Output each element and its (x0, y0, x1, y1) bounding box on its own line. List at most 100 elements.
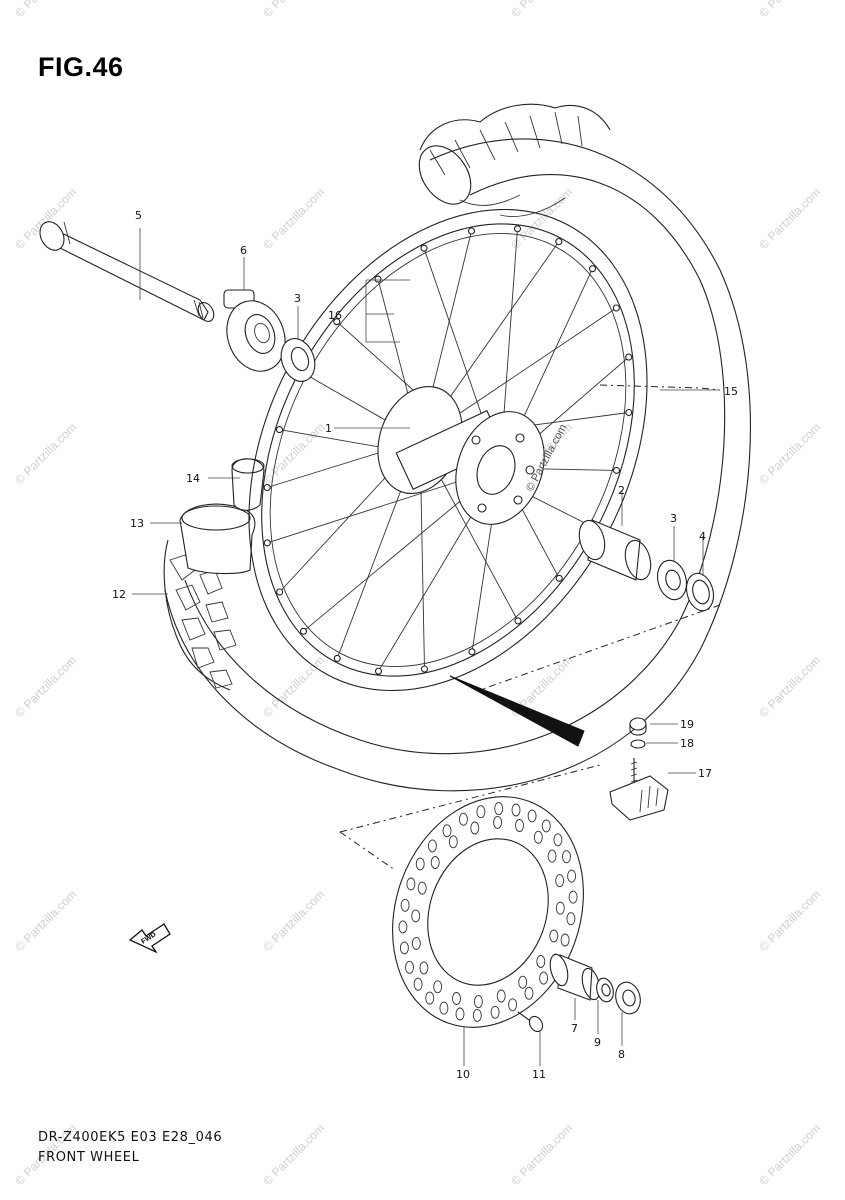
callout-18: 18 (680, 737, 694, 750)
bearing-left (280, 338, 316, 382)
disc-hole (562, 850, 571, 864)
callout-labels: 5 6 3 16 1 15 14 2 13 3 4 12 19 18 17 7 … (112, 209, 738, 1081)
disc-hole (566, 912, 576, 926)
spoke-nipple (468, 648, 476, 656)
callout-8: 8 (618, 1048, 625, 1061)
disc-hole (415, 857, 425, 871)
partzilla-watermark: © Partzilla.com (260, 420, 327, 487)
partzilla-watermark: © Partzilla.com (756, 185, 823, 252)
disc-hole (406, 877, 416, 891)
disc-hole (442, 824, 452, 838)
partzilla-watermark: © Partzilla.com (260, 0, 327, 20)
disc-hole (413, 977, 423, 991)
spoke-nipple (513, 225, 522, 233)
axle (39, 221, 215, 322)
disc-hole (433, 980, 443, 994)
spoke-nipple (276, 588, 284, 596)
disc-hole (458, 812, 468, 826)
partzilla-watermark: © Partzilla.com (756, 887, 823, 954)
callout-9: 9 (594, 1036, 601, 1049)
spoke-nipple (263, 539, 271, 547)
figure-title: FIG.46 (38, 52, 124, 82)
partzilla-watermark: © Partzilla.com (756, 420, 823, 487)
tire (164, 103, 751, 792)
disc-hole (539, 971, 549, 985)
axle-nut (615, 981, 641, 1015)
partzilla-watermark: © Partzilla.com (260, 1121, 327, 1188)
callout-12: 12 (112, 588, 126, 601)
spoke-nipple (333, 318, 341, 326)
partzilla-watermark: © Partzilla.com (12, 0, 79, 20)
spoke-nipple (555, 574, 563, 582)
disc-hole (419, 961, 429, 975)
partzilla-watermark: © Partzilla.com (756, 0, 823, 20)
spoke-nipple (555, 238, 563, 246)
disc-hole (541, 819, 551, 833)
callout-11: 11 (532, 1068, 546, 1081)
partzilla-watermark: © Partzilla.com (12, 887, 79, 954)
partzilla-watermark: © Partzilla.com (508, 1121, 575, 1188)
spoke-nipple (467, 227, 476, 235)
disc-hole (430, 856, 440, 869)
disc-hole (511, 803, 521, 817)
callout-14: 14 (186, 472, 200, 485)
disc-hole (470, 821, 480, 835)
disc-hole (547, 849, 557, 863)
partzilla-watermark: © Partzilla.com (12, 653, 79, 720)
speedometer-gearbox (223, 289, 286, 372)
disc-hole (524, 986, 534, 1000)
rim-lock-washer (630, 739, 646, 749)
disc-hole (567, 869, 577, 883)
spoke-nipple (625, 353, 633, 361)
disc-side-spacer (549, 953, 601, 1001)
rim-tube (231, 458, 265, 511)
callout-7: 7 (571, 1022, 578, 1035)
disc-hole (515, 819, 524, 832)
partzilla-watermark: © Partzilla.com (756, 1121, 823, 1188)
rim-band (179, 503, 256, 575)
callout-15: 15 (724, 385, 738, 398)
callout-17: 17 (698, 767, 712, 780)
disc-hole (427, 839, 437, 853)
disc-hole (411, 936, 421, 950)
spoke-nipple (374, 667, 383, 675)
fwd-arrow: FWD (128, 923, 171, 954)
spoke-nipple (625, 408, 633, 417)
disc-hole (493, 815, 503, 829)
callout-13: 13 (130, 517, 144, 530)
figure-caption: FRONT WHEEL (38, 1150, 140, 1165)
spacer (578, 519, 652, 581)
disc-hole (508, 998, 518, 1012)
assembly-guide-lines (339, 384, 721, 871)
spoke-nipple (275, 426, 284, 434)
wheel-hub (377, 385, 545, 525)
spoke-nipple (263, 483, 271, 492)
disc-hole (400, 898, 410, 912)
spoke-nipple (612, 304, 620, 312)
disc-hole (536, 955, 546, 968)
washer (596, 977, 614, 1003)
callout-4: 4 (699, 530, 706, 543)
spoke-nipple (514, 617, 522, 625)
partzilla-watermark: © Partzilla.com (508, 185, 575, 252)
spoke-nipple (420, 665, 429, 673)
disc-hole (411, 909, 421, 923)
disc-hole (452, 992, 461, 1005)
disc-bolt (517, 1011, 544, 1033)
disc-hole (555, 901, 565, 915)
disc-hole (560, 933, 570, 947)
disc-hole (490, 1005, 500, 1019)
spoke-nipple (420, 244, 428, 252)
disc-hole (555, 874, 565, 888)
disc-hole (549, 929, 559, 943)
spoke-nipple (299, 627, 308, 635)
disc-hole (472, 1008, 482, 1022)
bearing-right (656, 559, 688, 601)
callout-6: 6 (240, 244, 247, 257)
disc-hole (455, 1007, 465, 1021)
model-code: DR-Z400EK5 E03 E28_046 (38, 1130, 223, 1145)
rim-lock-nut (629, 717, 647, 736)
callout-19: 19 (680, 718, 694, 731)
